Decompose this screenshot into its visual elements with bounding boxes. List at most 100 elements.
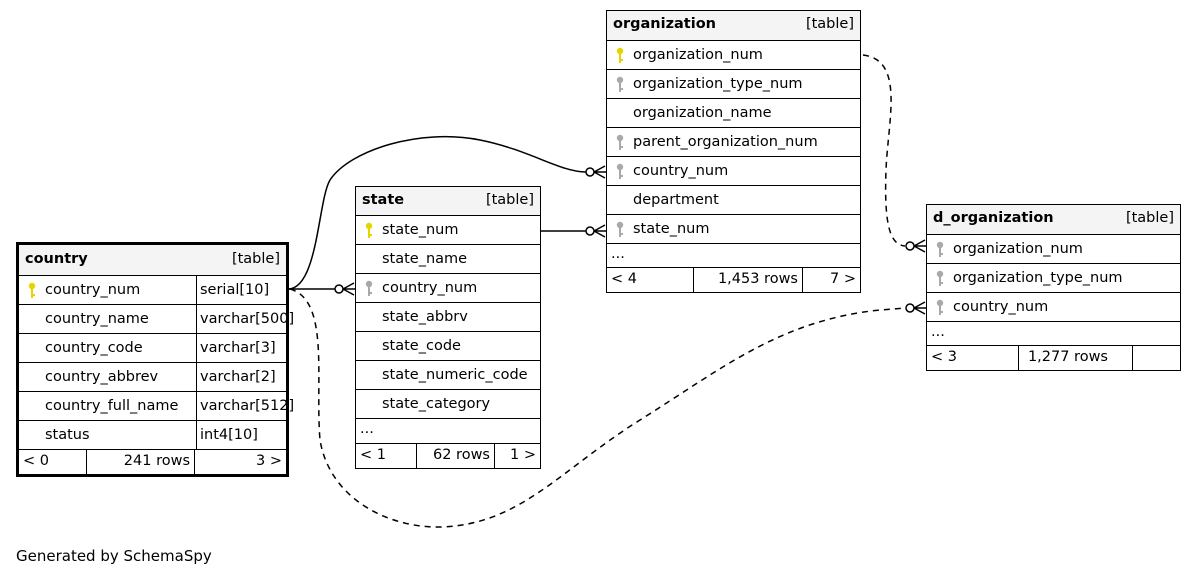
column-name: country_name	[45, 311, 149, 327]
column-name: country_num	[953, 299, 1049, 315]
generated-by-label: Generated by SchemaSpy	[16, 547, 212, 565]
table-state[interactable]: state [table] state_num state_name count…	[355, 186, 541, 469]
row-count: 1,453 rows	[717, 271, 798, 287]
column-row: organization_type_num	[927, 263, 1180, 293]
column-name: state_abbrv	[382, 309, 468, 325]
column-name: country_code	[45, 340, 143, 356]
primary-key-icon	[28, 282, 36, 298]
column-name: organization_num	[633, 47, 763, 63]
more-columns-row: ...	[607, 243, 860, 268]
column-row: parent_organization_num	[607, 127, 860, 157]
children-count: 3 >	[256, 453, 282, 469]
table-header: state [table]	[356, 187, 540, 215]
table-type-label: [table]	[805, 16, 854, 32]
column-row: department	[607, 185, 860, 215]
column-row: state_abbrv	[356, 302, 540, 332]
column-row: country_abbrev varchar[2]	[19, 362, 286, 392]
row-count: 62 rows	[433, 447, 490, 463]
table-header: country [table]	[19, 245, 286, 275]
column-row: organization_num	[927, 234, 1180, 264]
column-type: int4[10]	[200, 427, 258, 443]
parents-count: < 4	[611, 271, 637, 287]
footer-divider	[693, 268, 694, 293]
table-country[interactable]: country [table] country_num serial[10] c…	[16, 242, 294, 477]
column-row: state_code	[356, 331, 540, 361]
column-row: state_numeric_code	[356, 360, 540, 390]
table-header: d_organization [table]	[927, 205, 1180, 234]
foreign-key-icon	[936, 299, 944, 315]
table-footer: < 0 241 rows 3 >	[19, 449, 286, 475]
column-name: country_abbrev	[45, 369, 159, 385]
column-divider	[196, 334, 197, 363]
row-count: 241 rows	[123, 453, 190, 469]
footer-divider	[802, 268, 803, 293]
more-columns-ellipsis: ...	[611, 246, 625, 262]
table-name: state	[362, 192, 405, 208]
column-row: state_name	[356, 244, 540, 274]
footer-divider	[416, 444, 417, 469]
table-header: organization [table]	[607, 11, 860, 40]
column-type: varchar[3]	[200, 340, 276, 356]
column-name: organization_num	[953, 241, 1083, 257]
footer-divider	[494, 444, 495, 469]
column-row: country_num	[356, 273, 540, 303]
column-row: country_code varchar[3]	[19, 333, 286, 363]
footer-divider	[86, 450, 87, 475]
crowfoot-organization-country	[585, 165, 606, 179]
more-columns-ellipsis: ...	[931, 324, 945, 340]
column-type: varchar[2]	[200, 369, 276, 385]
column-name: state_name	[382, 251, 468, 267]
column-row: country_name varchar[500]	[19, 304, 294, 334]
column-divider	[196, 305, 197, 334]
children-count: 1 >	[510, 447, 536, 463]
footer-divider	[194, 450, 195, 475]
column-name: state_code	[382, 338, 461, 354]
foreign-key-icon	[616, 134, 624, 150]
foreign-key-icon	[616, 76, 624, 92]
column-name: department	[633, 192, 719, 208]
column-name: state_num	[382, 222, 459, 238]
column-row: status int4[10]	[19, 420, 286, 450]
foreign-key-icon	[365, 280, 373, 296]
column-row: state_num	[607, 214, 860, 244]
column-row: state_num	[356, 215, 540, 245]
table-type-label: [table]	[1125, 210, 1174, 226]
footer-divider	[1132, 346, 1133, 371]
table-organization[interactable]: organization [table] organization_num or…	[606, 10, 861, 293]
table-d-organization[interactable]: d_organization [table] organization_num …	[926, 204, 1181, 371]
column-row: organization_name	[607, 98, 860, 128]
foreign-key-icon	[936, 241, 944, 257]
column-name: state_category	[382, 396, 491, 412]
column-type: varchar[500]	[200, 311, 295, 327]
crowfoot-d-organization-organization	[905, 239, 926, 253]
column-row: organization_num	[607, 40, 860, 70]
column-divider	[196, 276, 197, 305]
column-name: organization_type_num	[953, 270, 1123, 286]
primary-key-icon	[365, 222, 373, 238]
column-name: country_num	[633, 163, 729, 179]
column-name: organization_type_num	[633, 76, 803, 92]
link-country-organization	[287, 135, 587, 290]
crowfoot-d-organization-country	[905, 301, 926, 315]
column-divider	[196, 392, 197, 421]
column-type: varchar[512]	[200, 398, 295, 414]
column-type: serial[10]	[200, 282, 270, 298]
column-divider	[196, 363, 197, 392]
foreign-key-icon	[616, 221, 624, 237]
column-row: country_num	[927, 292, 1180, 322]
link-organization-d-organization	[862, 54, 906, 247]
column-row: country_full_name varchar[512]	[19, 391, 294, 421]
table-name: organization	[613, 16, 716, 32]
column-name: country_num	[382, 280, 478, 296]
table-footer: < 4 1,453 rows 7 >	[607, 267, 860, 293]
column-divider	[196, 421, 197, 450]
more-columns-row: ...	[356, 418, 540, 444]
primary-key-icon	[616, 47, 624, 63]
column-row: state_category	[356, 389, 540, 419]
foreign-key-icon	[936, 270, 944, 286]
table-name: d_organization	[933, 210, 1054, 226]
column-name: state_numeric_code	[382, 367, 528, 383]
column-row: country_num	[607, 156, 860, 186]
table-type-label: [table]	[485, 192, 534, 208]
